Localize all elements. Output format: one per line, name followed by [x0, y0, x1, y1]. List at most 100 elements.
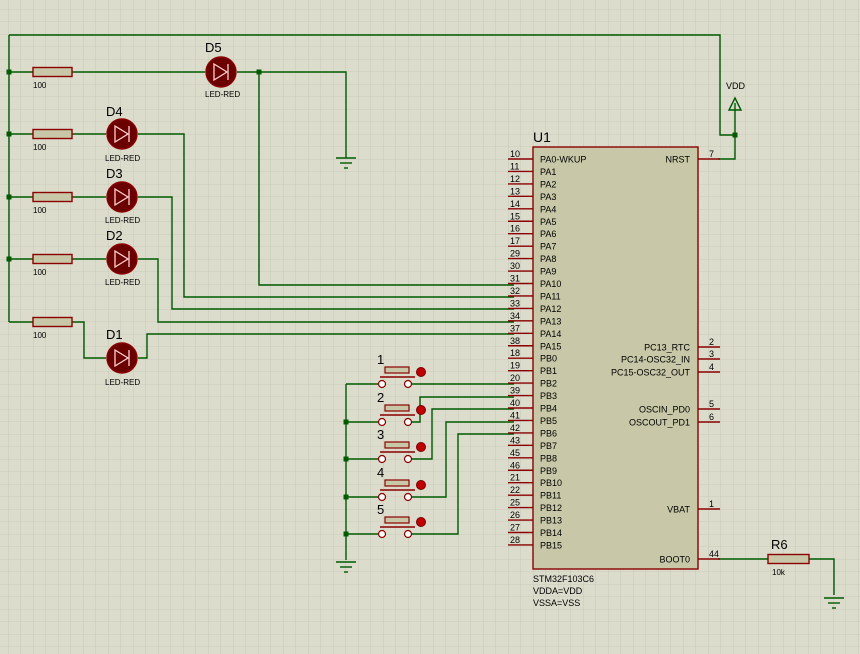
pin-number: 34 — [510, 311, 520, 321]
pin-number: 29 — [510, 249, 520, 259]
resistor-value: 100 — [33, 81, 47, 90]
pin-name: VBAT — [667, 505, 690, 515]
pin-number: 30 — [510, 261, 520, 271]
junction-dots — [6, 69, 738, 537]
pin-name: PA5 — [540, 217, 556, 227]
pin-name: PA12 — [540, 304, 561, 314]
resistor-r6[interactable]: R6 10k — [767, 537, 810, 577]
pin-number: 31 — [510, 274, 520, 284]
pin-number: 37 — [510, 323, 520, 333]
pin-name: PA9 — [540, 267, 556, 277]
led-d3[interactable]: D3 LED-RED — [105, 166, 140, 225]
led-ref: D2 — [106, 228, 123, 243]
mcu-prop-vssa: VSSA=VSS — [533, 598, 580, 608]
pin-number: 43 — [510, 435, 520, 445]
led-ref: D4 — [106, 104, 123, 119]
led-d1[interactable]: D1 LED-RED — [105, 327, 140, 387]
vdd-terminal[interactable]: VDD — [726, 81, 746, 111]
mcu-ref: U1 — [533, 129, 551, 145]
pin-number: 2 — [709, 337, 714, 347]
pin-name: PB11 — [540, 491, 561, 501]
pin-number: 46 — [510, 460, 520, 470]
button-5[interactable]: 5 — [377, 502, 426, 539]
resistor-r-d1[interactable]: 100 — [32, 316, 73, 341]
led-d4[interactable]: D4 LED-RED — [105, 104, 140, 163]
pin-number: 13 — [510, 186, 520, 196]
led-d5[interactable]: D5 LED-RED — [205, 40, 240, 99]
resistor-r-d4[interactable]: 100 — [32, 128, 73, 153]
led-type: LED-RED — [105, 278, 140, 287]
pin-name: PB13 — [540, 516, 562, 526]
resistor-r-d2[interactable]: 100 — [32, 253, 73, 278]
pin-number: 21 — [510, 473, 520, 483]
led-ref: D5 — [205, 40, 222, 55]
resistor-r-d5[interactable]: 100 — [32, 66, 73, 91]
ground-symbol-top — [336, 157, 356, 169]
button-3[interactable]: 3 — [377, 427, 426, 464]
button-2[interactable]: 2 — [377, 390, 426, 427]
pin-name: PB6 — [540, 428, 557, 438]
resistor-value: 100 — [33, 268, 47, 277]
pin-number: 18 — [510, 348, 520, 358]
r6-ref: R6 — [771, 537, 788, 552]
button-label: 3 — [377, 427, 384, 442]
button-1[interactable]: 1 — [377, 352, 426, 389]
button-4[interactable]: 4 — [377, 465, 426, 502]
pin-number: 28 — [510, 535, 520, 545]
pin-number: 5 — [709, 399, 714, 409]
mcu-u1[interactable]: U1 STM32F103C6 VDDA=VDD VSSA=VSS 10PA0-W… — [508, 129, 720, 608]
mcu-prop-vdda: VDDA=VDD — [533, 586, 583, 596]
led-type: LED-RED — [105, 216, 140, 225]
led-d2[interactable]: D2 LED-RED — [105, 228, 140, 287]
wires — [8, 34, 835, 595]
resistor-r-d3[interactable]: 100 — [32, 191, 73, 216]
led-type: LED-RED — [105, 378, 140, 387]
resistor-value: 100 — [33, 206, 47, 215]
pin-number: 41 — [510, 410, 520, 420]
pin-name: PB1 — [540, 366, 557, 376]
mcu-part: STM32F103C6 — [533, 574, 594, 584]
pin-number: 25 — [510, 498, 520, 508]
